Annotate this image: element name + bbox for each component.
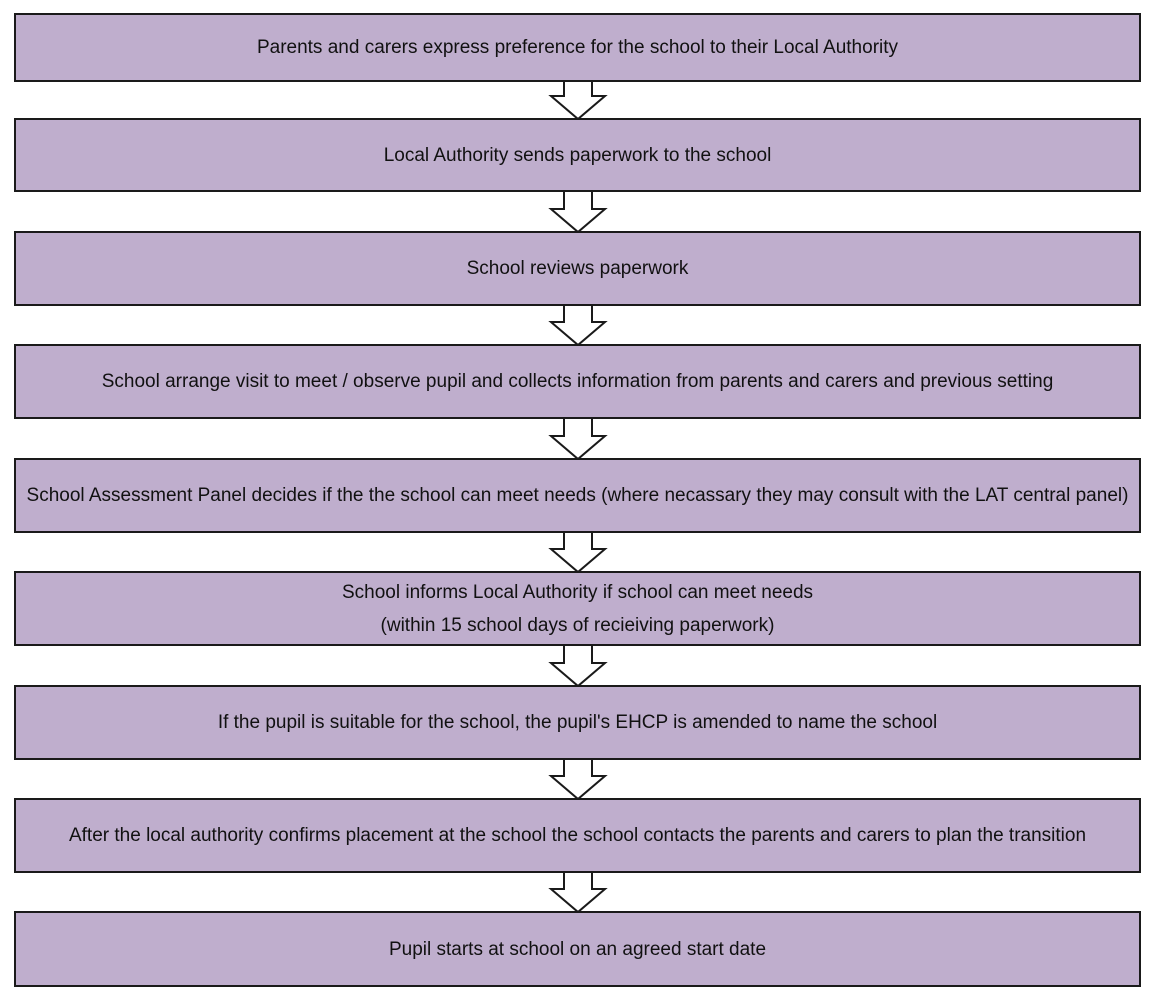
down-arrow-icon (548, 644, 608, 688)
down-arrow-icon (548, 871, 608, 914)
step-box-8: After the local authority confirms place… (14, 798, 1141, 873)
step-box-2: Local Authority sends paperwork to the s… (14, 118, 1141, 192)
step-text: Local Authority sends paperwork to the s… (383, 144, 772, 166)
down-arrow-icon (548, 190, 608, 234)
down-arrow-icon (548, 758, 608, 801)
step-subtext: (within 15 school days of recieiving pap… (380, 614, 775, 636)
down-arrow-icon (548, 304, 608, 347)
step-text: Pupil starts at school on an agreed star… (388, 938, 767, 960)
step-box-1: Parents and carers express preference fo… (14, 13, 1141, 82)
step-box-6: School informs Local Authority if school… (14, 571, 1141, 646)
step-box-7: If the pupil is suitable for the school,… (14, 685, 1141, 760)
step-box-9: Pupil starts at school on an agreed star… (14, 911, 1141, 987)
down-arrow-icon (548, 80, 608, 121)
step-text: After the local authority confirms place… (68, 825, 1087, 846)
step-text: School informs Local Authority if school… (341, 581, 814, 603)
step-text: Parents and carers express preference fo… (256, 37, 899, 58)
step-text: School reviews paperwork (466, 258, 689, 279)
step-text: School arrange visit to meet / observe p… (101, 371, 1054, 392)
step-box-4: School arrange visit to meet / observe p… (14, 344, 1141, 419)
step-box-5: School Assessment Panel decides if the t… (14, 458, 1141, 533)
down-arrow-icon (548, 531, 608, 574)
step-box-3: School reviews paperwork (14, 231, 1141, 306)
step-text: If the pupil is suitable for the school,… (217, 712, 938, 733)
step-text: School Assessment Panel decides if the t… (26, 485, 1129, 506)
down-arrow-icon (548, 417, 608, 461)
